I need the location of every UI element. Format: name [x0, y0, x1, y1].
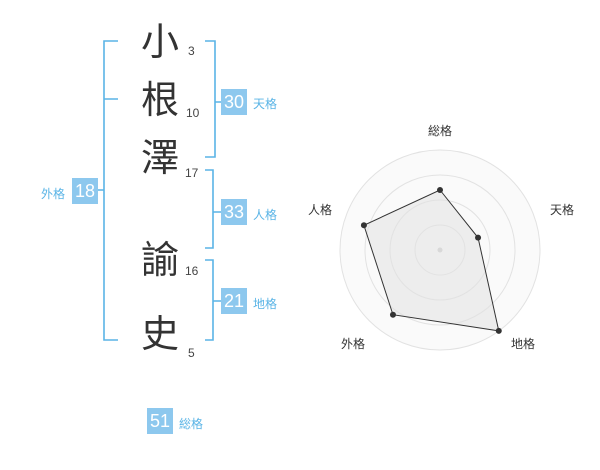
radar-label-soukaku: 総格: [428, 124, 453, 138]
radar-point-5: [360, 222, 367, 229]
radar-point-2: [475, 234, 482, 241]
tenkaku-value: 30: [221, 89, 247, 115]
radar-point-3: [495, 327, 502, 334]
stroke-count-1: 3: [188, 44, 195, 58]
jinkaku-label: 人格: [253, 208, 278, 222]
soukaku-value: 51: [147, 408, 173, 434]
chikaku-label: 地格: [253, 297, 278, 311]
name-char-5: 史: [141, 312, 180, 356]
stroke-count-5: 5: [188, 346, 195, 360]
radar-label-jinkaku: 人格: [308, 203, 333, 217]
radar-point-4: [389, 311, 396, 318]
radar-series-area: [363, 189, 500, 332]
chikaku-bracket: [205, 259, 222, 341]
name-char-3: 澤: [141, 136, 180, 180]
radar-ring: [364, 174, 516, 326]
jinkaku-bracket: [205, 169, 222, 249]
radar-point-1: [437, 187, 443, 193]
jinkaku-value: 33: [221, 199, 247, 225]
stroke-count-4: 16: [185, 264, 199, 278]
gaikaku-label: 外格: [41, 187, 66, 201]
gaikaku-value: 18: [72, 178, 98, 204]
radar-label-tenkaku: 天格: [550, 203, 575, 217]
tenkaku-bracket: [205, 40, 222, 158]
stroke-count-3: 17: [185, 166, 199, 180]
name-char-2: 根: [141, 78, 180, 122]
chikaku-value: 21: [221, 288, 247, 314]
name-char-4: 諭: [141, 238, 180, 282]
tenkaku-label: 天格: [253, 97, 278, 111]
name-char-1: 小: [141, 20, 180, 64]
stroke-count-2: 10: [186, 106, 200, 120]
soukaku-label: 総格: [179, 417, 204, 431]
radar-label-gaikaku: 外格: [341, 337, 366, 351]
radar-label-chikaku: 地格: [511, 337, 536, 351]
